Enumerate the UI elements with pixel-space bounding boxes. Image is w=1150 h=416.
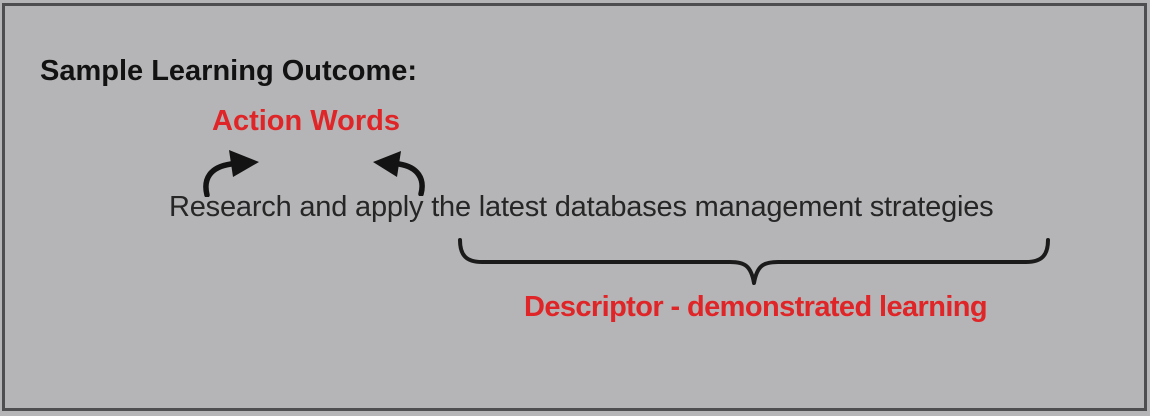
figure-title: Sample Learning Outcome: [40, 55, 418, 87]
curved-arrow-right-icon [203, 150, 259, 197]
curved-arrow-left-icon [373, 151, 425, 196]
action-words-label: Action Words [212, 105, 400, 137]
outcome-sentence: Research and apply the latest databases … [169, 191, 994, 223]
underbrace-icon [458, 238, 1050, 285]
descriptor-label: Descriptor - demonstrated learning [524, 291, 988, 323]
